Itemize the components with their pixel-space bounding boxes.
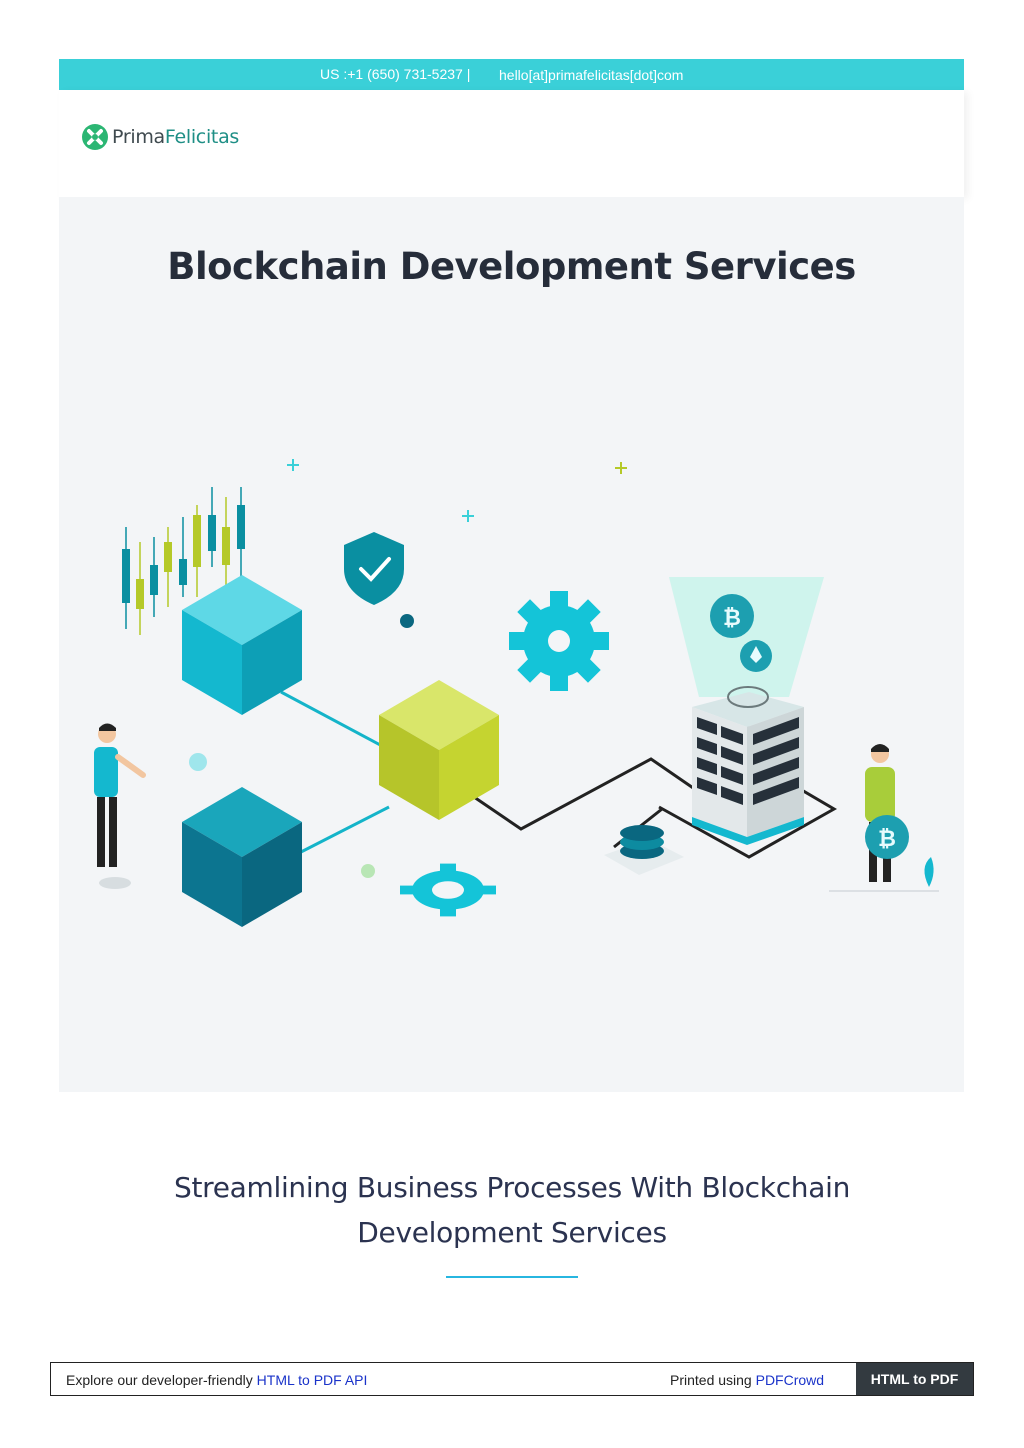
footer-printed-text: Printed using xyxy=(670,1372,752,1388)
blockchain-isometric-illustration: ₿ xyxy=(94,459,939,927)
orb-icon xyxy=(189,753,207,771)
section-heading: Streamlining Business Processes With Blo… xyxy=(100,1165,924,1255)
bitcoin-coin-icon xyxy=(865,815,909,859)
gear-icon xyxy=(400,863,496,917)
logo-text-prima: Prima xyxy=(112,126,165,148)
orb-icon xyxy=(361,864,375,878)
pdfcrowd-footer: Explore our developer-friendly HTML to P… xyxy=(50,1362,974,1396)
section-heading-line2: Development Services xyxy=(357,1216,667,1249)
html-to-pdf-api-link[interactable]: HTML to PDF API xyxy=(256,1372,368,1388)
sparkle-icon xyxy=(615,462,627,474)
logo-text-felicitas: Felicitas xyxy=(164,126,240,148)
blockchain-block-icon xyxy=(182,787,302,927)
site-header: PrimaFelicitas xyxy=(59,90,964,197)
sparkle-icon xyxy=(287,459,474,522)
bitcoin-coin-icon xyxy=(710,594,754,638)
coin-stack-icon xyxy=(604,825,684,875)
person-figure-left xyxy=(94,723,146,889)
candlestick-chart-graphic xyxy=(122,487,245,635)
primafelicitas-logo-icon xyxy=(82,124,108,150)
blockchain-block-icon xyxy=(379,680,499,820)
contact-email[interactable]: hello[at]primafelicitas[dot]com xyxy=(499,67,684,83)
heading-underline xyxy=(446,1276,578,1278)
network-path-graphic xyxy=(473,757,700,831)
footer-printed: Printed using PDFCrowd xyxy=(670,1372,824,1388)
footer-explore: Explore our developer-friendly HTML to P… xyxy=(66,1372,367,1388)
orb-icon xyxy=(400,614,414,628)
svg-text:₿: ₿ xyxy=(878,827,896,852)
gear-icon xyxy=(509,591,609,691)
site-logo[interactable]: PrimaFelicitas xyxy=(81,123,239,151)
svg-text:₿: ₿ xyxy=(723,606,741,631)
contact-bar: US :+1 (650) 731-5237 | hello[at]primafe… xyxy=(59,59,964,90)
person-figure-right: ₿ xyxy=(829,744,939,892)
pdfcrowd-link[interactable]: PDFCrowd xyxy=(755,1372,825,1388)
contact-phone[interactable]: US :+1 (650) 731-5237 | xyxy=(320,66,471,82)
blockchain-block-icon xyxy=(182,575,302,715)
security-shield-icon xyxy=(344,532,404,605)
html-to-pdf-button[interactable]: HTML to PDF xyxy=(856,1363,973,1395)
server-tower-icon: ₿ xyxy=(669,577,824,845)
hero-banner: Blockchain Development Services xyxy=(59,197,964,1092)
footer-explore-text: Explore our developer-friendly xyxy=(66,1372,253,1388)
page-title: Blockchain Development Services xyxy=(167,245,856,288)
section-heading-line1: Streamlining Business Processes With Blo… xyxy=(173,1171,851,1204)
